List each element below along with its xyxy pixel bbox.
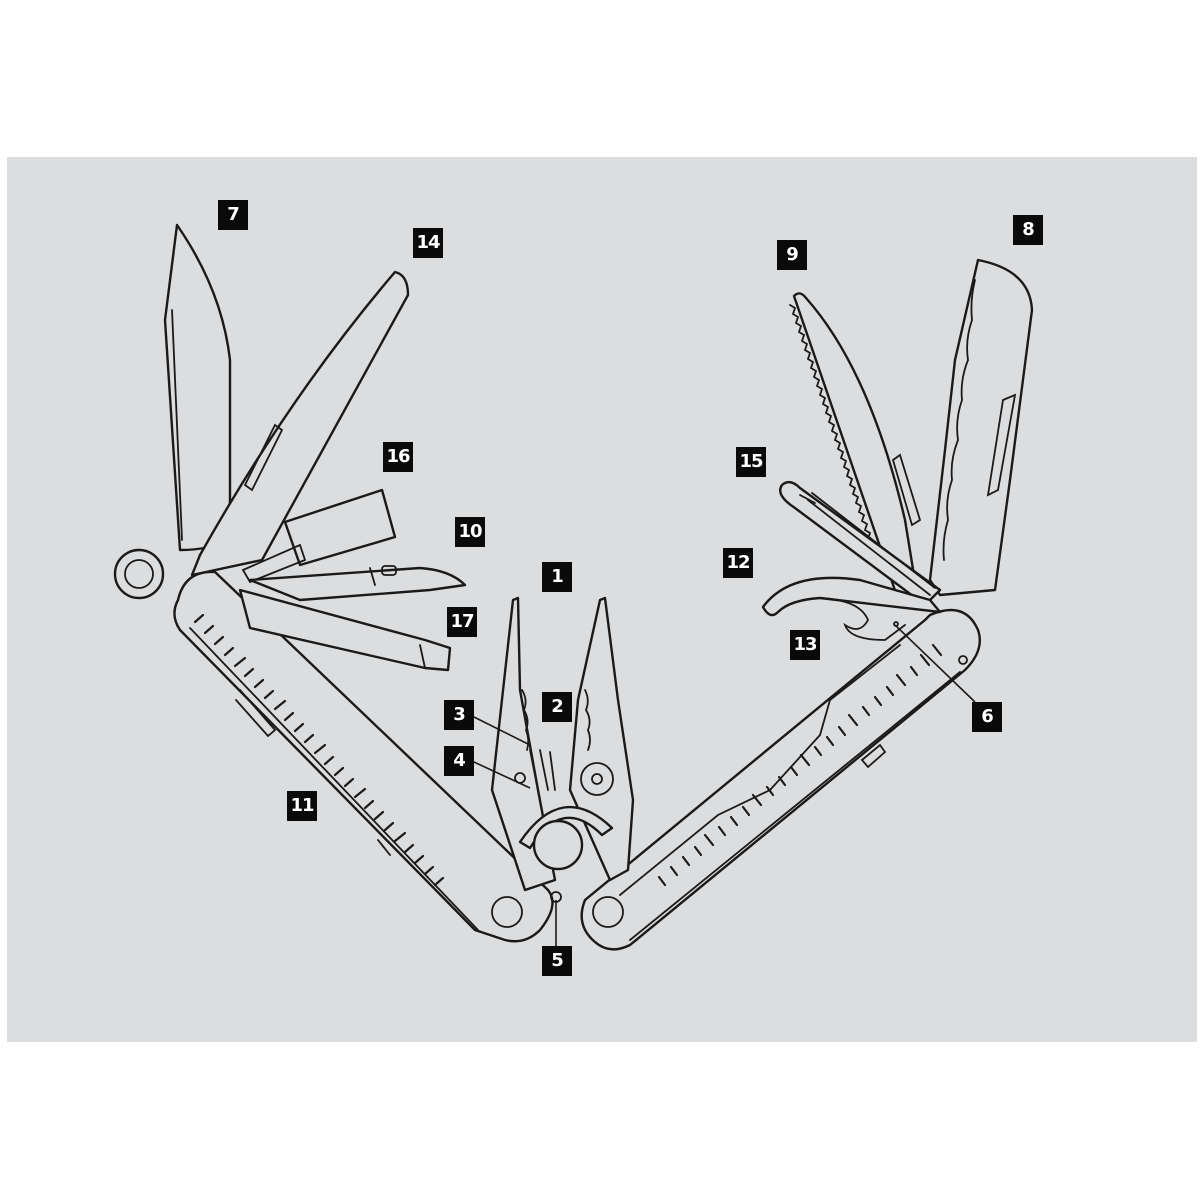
callout-12: 12 [723,548,753,578]
tool-12-13-hook-opener [761,576,942,641]
callout-8: 8 [1013,215,1043,245]
right-handle [580,608,982,951]
callout-14: 14 [413,228,443,258]
tool-7-knife-blade [163,223,232,552]
callout-15: 15 [736,447,766,477]
callout-9: 9 [777,240,807,270]
leader-lines [473,624,976,946]
ring-attachment [113,548,165,600]
callout-10: 10 [455,517,485,547]
tool-17-bit-driver [238,588,452,672]
callout-3: 3 [444,700,474,730]
tool-9-saw [789,292,922,607]
callout-16: 16 [383,442,413,472]
callout-5: 5 [542,946,572,976]
tool-8-serrated-blade [928,258,1034,597]
tool-16-screwdriver [241,488,397,584]
callout-4: 4 [444,746,474,776]
left-ruler-ticks [193,613,445,887]
pliers-jaws [490,596,635,903]
callout-13: 13 [790,630,820,660]
right-ruler-ticks [657,643,943,887]
tool-15-bit [778,480,942,607]
tool-10-scissors [248,565,467,602]
callout-11: 11 [287,791,317,821]
callout-7: 7 [218,200,248,230]
callout-2: 2 [542,692,572,722]
callout-6: 6 [972,702,1002,732]
callout-17: 17 [447,607,477,637]
callout-1: 1 [542,562,572,592]
tool-14-file [190,270,410,577]
